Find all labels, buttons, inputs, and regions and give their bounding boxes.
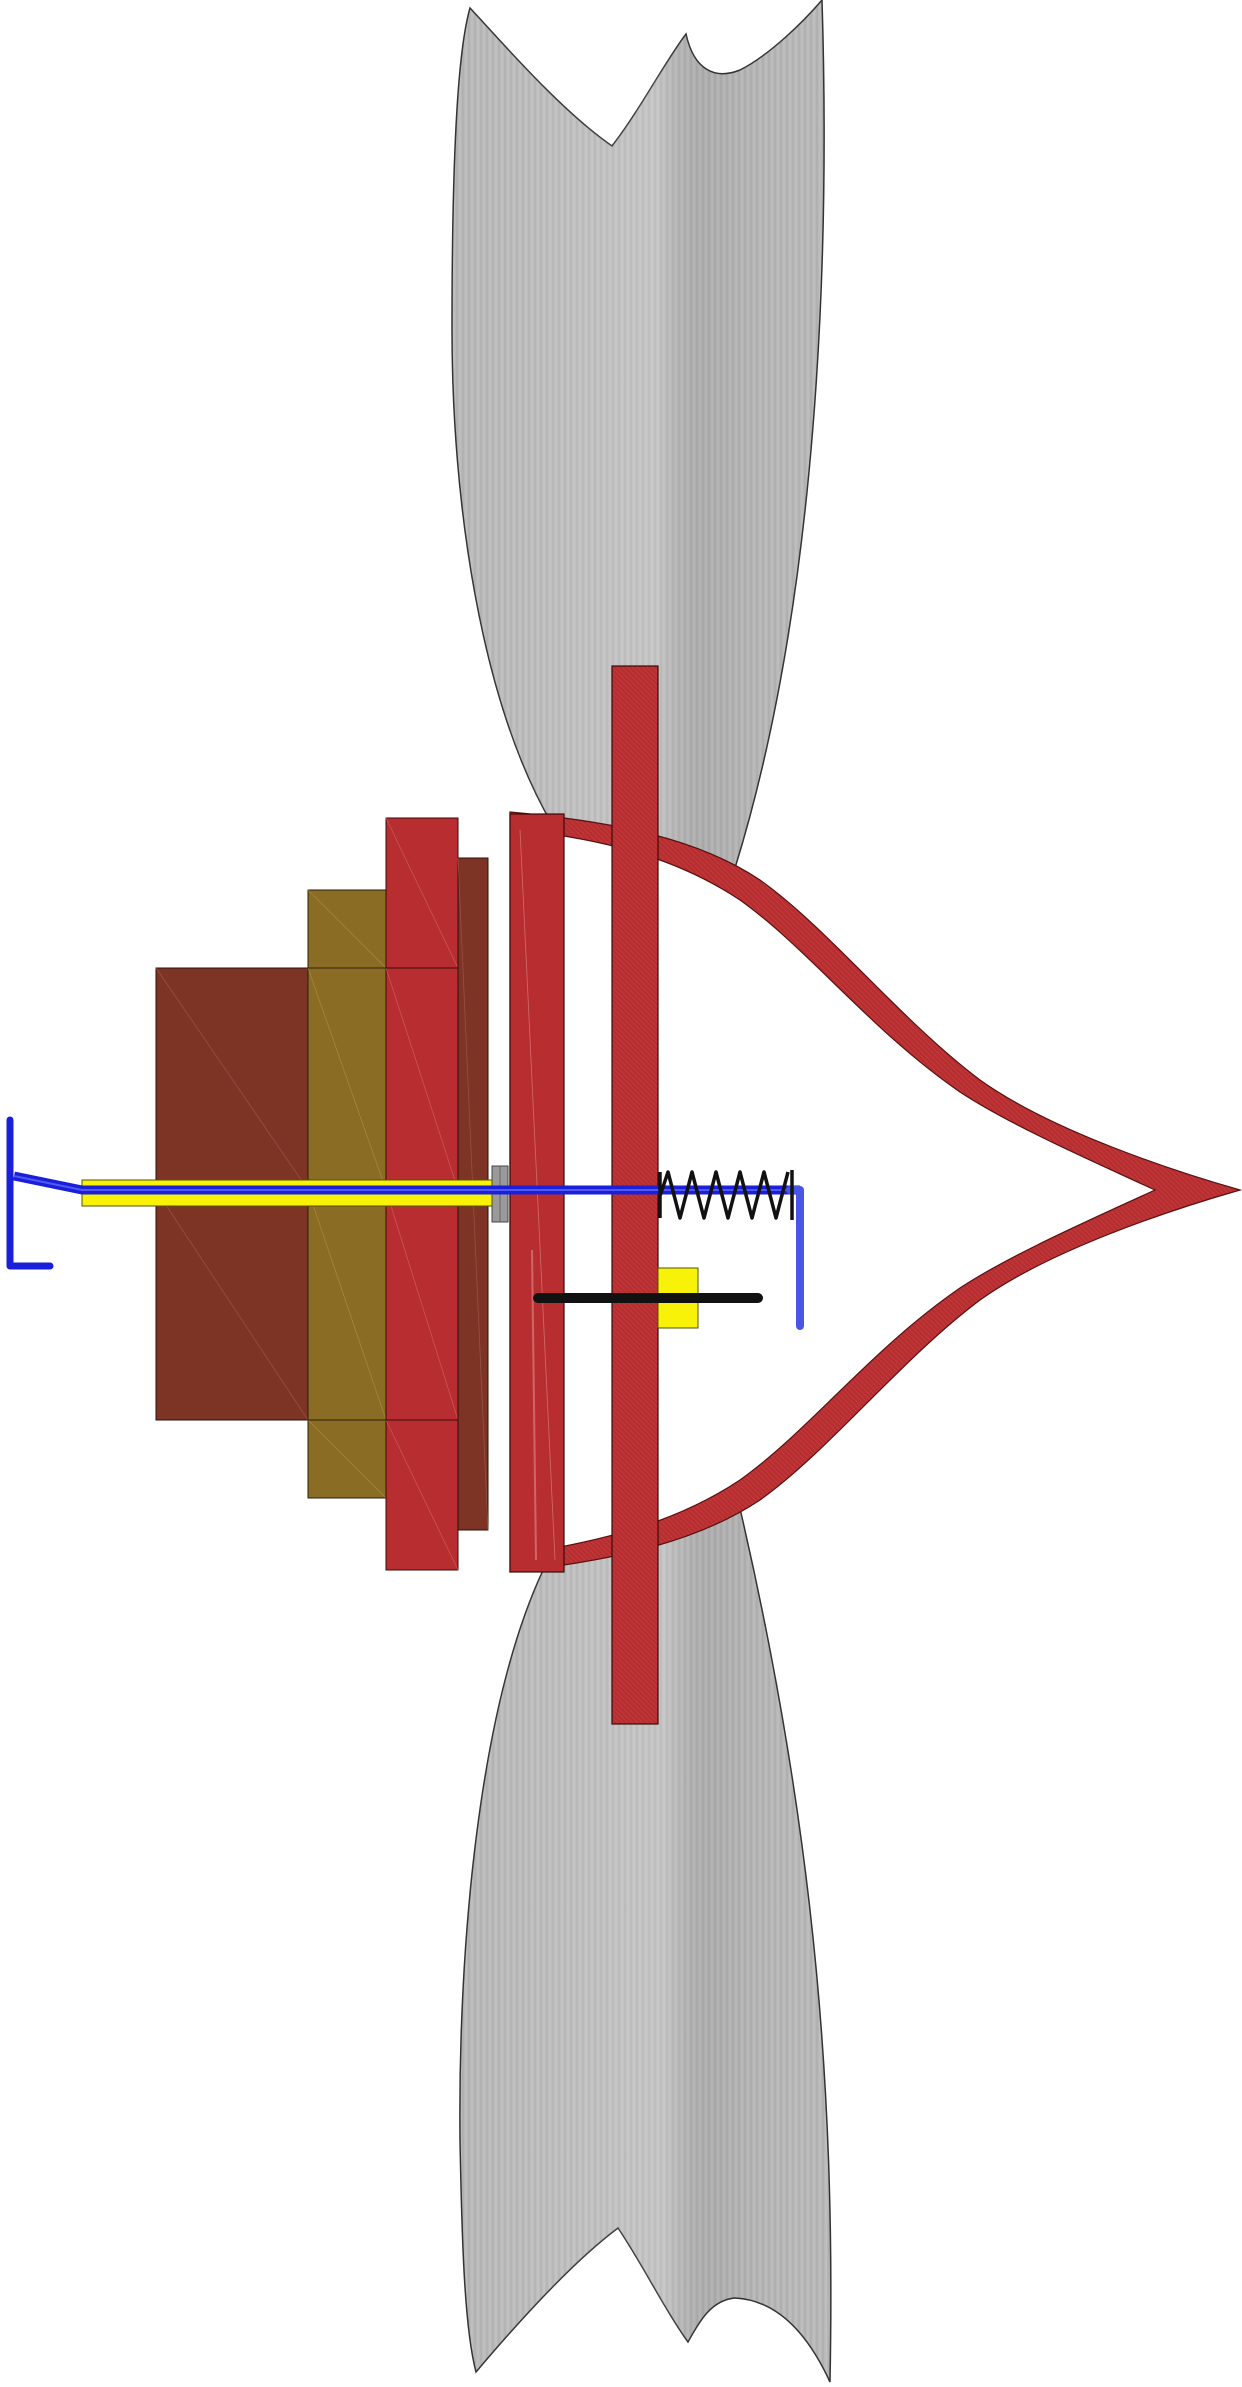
coil-spring (658, 1170, 794, 1220)
propeller-hub-bar (611, 665, 659, 1725)
t-handle-lever (6, 1116, 54, 1270)
spinner-cone (509, 811, 1242, 1573)
